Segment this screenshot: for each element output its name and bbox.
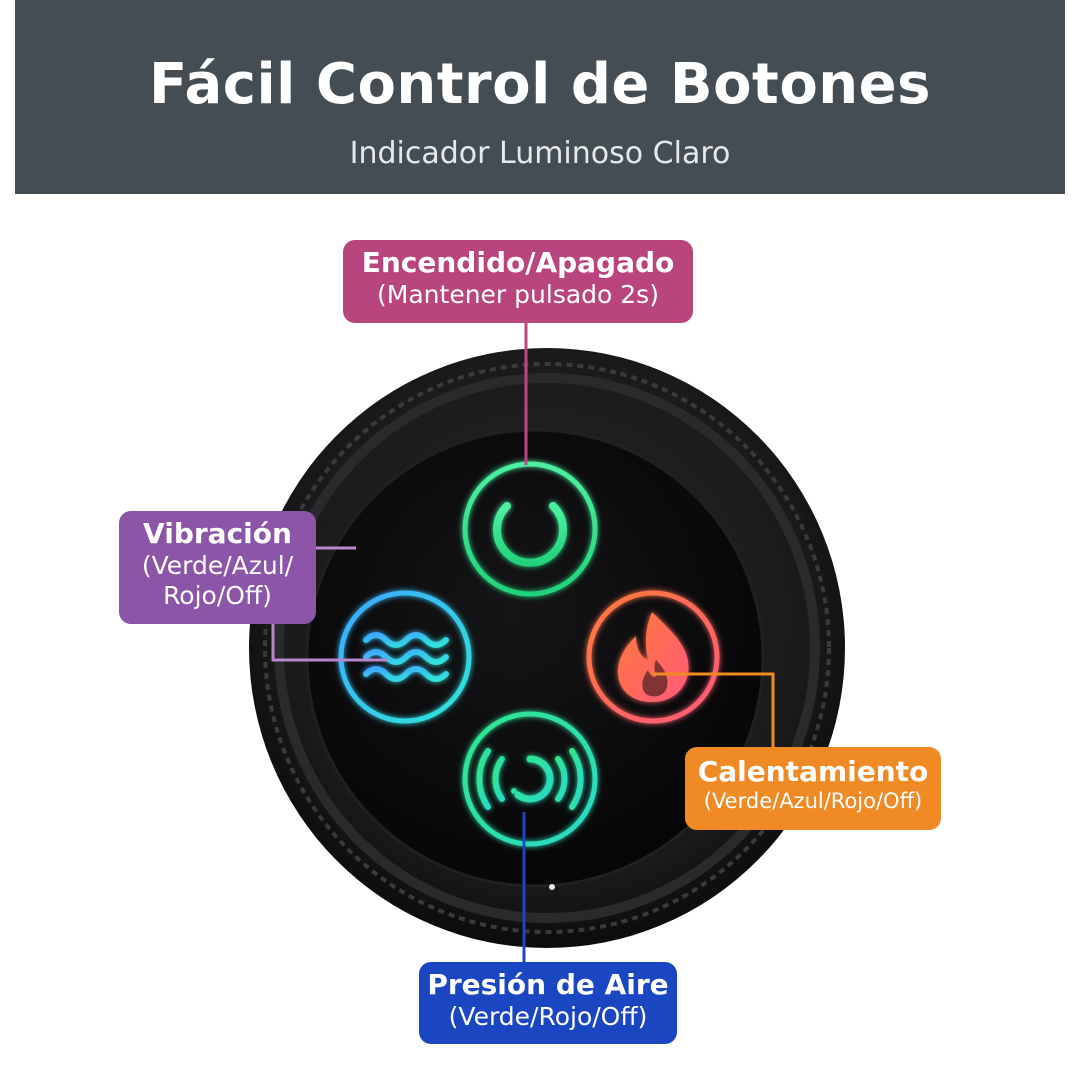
air-pressure-label: Presión de Aire (Verde/Rojo/Off) [419,962,677,1044]
vibration-callout-line-2 [271,624,388,662]
heating-label-title: Calentamiento [697,755,929,788]
power-label-detail: (Mantener pulsado 2s) [377,279,659,309]
vibration-label: Vibración (Verde/Azul/ Rojo/Off) [119,511,316,624]
flame-icon [618,612,689,702]
power-label: Encendido/Apagado (Mantener pulsado 2s) [343,240,693,323]
vibration-button[interactable] [338,590,472,724]
air-pressure-button[interactable] [462,711,598,847]
vibration-label-detail-1: (Verde/Azul/ [141,550,294,580]
heating-label: Calentamiento (Verde/Azul/Rojo/Off) [685,747,941,830]
heating-label-detail: (Verde/Azul/Rojo/Off) [703,788,923,813]
vibration-label-title: Vibración [143,517,292,550]
vibration-label-detail-2: Rojo/Off) [163,580,272,610]
callout-lines [271,322,775,962]
power-label-title: Encendido/Apagado [361,246,675,279]
air-pressure-label-title: Presión de Aire [427,968,669,1001]
power-icon [493,488,567,567]
page-subtitle: Indicador Luminoso Claro [349,136,731,171]
heating-callout-line [652,672,775,747]
air-pressure-label-detail: (Verde/Rojo/Off) [448,1001,648,1031]
power-button[interactable] [462,461,598,597]
waves-icon [363,632,449,682]
page-title: Fácil Control de Botones [149,52,931,117]
header-banner: Fácil Control de Botones Indicador Lumin… [15,0,1065,194]
air-pressure-icon [476,748,584,810]
heating-button[interactable] [586,590,720,724]
device-body [249,348,845,948]
